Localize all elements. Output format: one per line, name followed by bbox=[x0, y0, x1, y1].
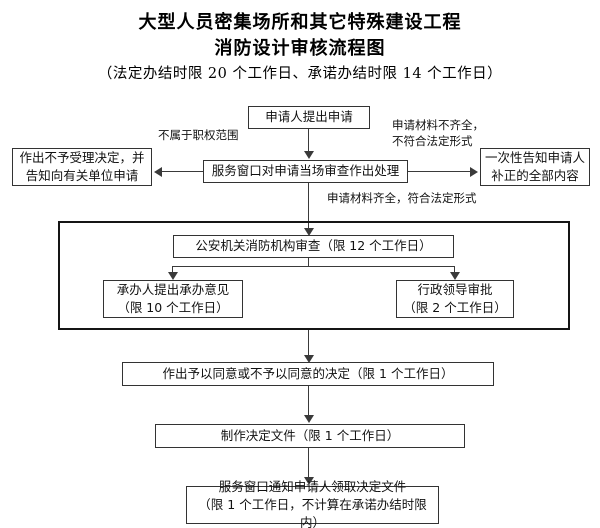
node-handler-opinion: 承办人提出承办意见 （限 10 个工作日） bbox=[103, 280, 243, 318]
node-applicant-submit: 申请人提出申请 bbox=[248, 106, 370, 129]
group-frame-fire-authority bbox=[58, 221, 570, 330]
node-notify-collect: 服务窗口通知申请人领取决定文件 （限 1 个工作日，不计算在承诺办结时限内） bbox=[186, 479, 439, 528]
arrowhead-decision-to-produce bbox=[304, 415, 314, 423]
connector-review-branch-bus bbox=[172, 266, 455, 268]
connector-window-to-review bbox=[308, 183, 310, 233]
connector-window-to-notice bbox=[408, 171, 472, 173]
node-reject-notice: 作出不予受理决定，并 告知向有关单位申请 bbox=[12, 148, 152, 186]
node-one-time-notice: 一次性告知申请人 补正的全部内容 bbox=[480, 148, 590, 186]
connector-window-to-reject bbox=[162, 171, 203, 173]
arrowhead-applicant-to-window bbox=[304, 151, 314, 159]
arrowhead-group-to-decision bbox=[304, 355, 314, 363]
edge-label-incomplete-materials: 申请材料不齐全， 不符合法定形式 bbox=[392, 118, 484, 148]
connector-produce-to-notify bbox=[308, 448, 310, 482]
arrowhead-window-to-reject bbox=[154, 167, 162, 177]
edge-label-complete-materials: 申请材料齐全，符合法定形式 bbox=[327, 191, 477, 205]
node-fire-authority-review: 公安机关消防机构审查（限 12 个工作日） bbox=[173, 235, 454, 258]
page-subtitle: （法定办结时限 20 个工作日、承诺办结时限 14 个工作日） bbox=[97, 66, 503, 82]
page-title-line1: 大型人员密集场所和其它特殊建设工程 bbox=[138, 12, 462, 33]
edge-label-out-of-scope: 不属于职权范围 bbox=[158, 128, 239, 142]
arrowhead-produce-to-notify bbox=[304, 477, 314, 485]
arrowhead-branch-to-leader bbox=[450, 272, 460, 280]
arrowhead-window-to-notice bbox=[470, 167, 478, 177]
connector-group-to-decision bbox=[308, 330, 310, 360]
node-service-window-review: 服务窗口对申请当场审查作出处理 bbox=[203, 160, 408, 183]
node-leader-approval: 行政领导审批 （限 2 个工作日） bbox=[396, 280, 514, 318]
page-title-line2: 消防设计审核流程图 bbox=[214, 38, 386, 59]
node-decision-made: 作出予以同意或不予以同意的决定（限 1 个工作日） bbox=[122, 362, 494, 386]
arrowhead-branch-to-handler bbox=[168, 272, 178, 280]
connector-decision-to-produce bbox=[308, 386, 310, 420]
connector-applicant-to-window bbox=[308, 129, 310, 152]
connector-review-bus-stem bbox=[308, 258, 310, 266]
arrowhead-window-to-review bbox=[304, 228, 314, 236]
node-produce-document: 制作决定文件（限 1 个工作日） bbox=[155, 424, 465, 448]
